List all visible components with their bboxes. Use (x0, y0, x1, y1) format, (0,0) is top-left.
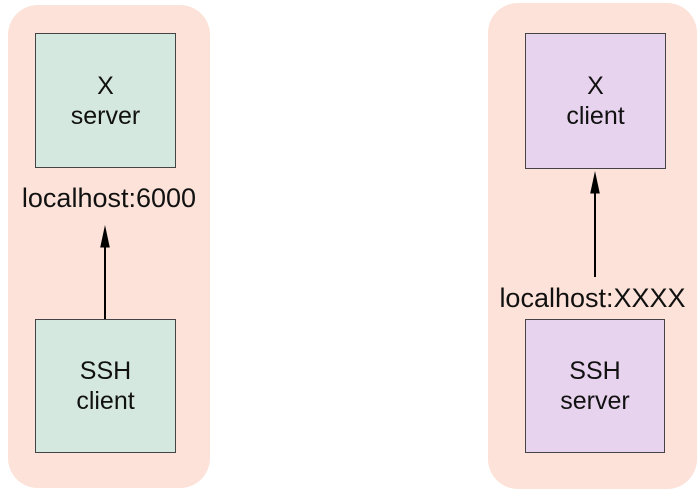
localhost-6000-label: localhost:6000 (21, 183, 197, 213)
ssh-server-box: SSH server (525, 319, 665, 453)
remote-machine-group: X client localhost:XXXX SSH server (488, 3, 697, 489)
x-server-box: X server (35, 33, 176, 168)
x-server-label: X server (70, 71, 141, 130)
x-client-label: X client (566, 72, 625, 130)
ssh-client-box: SSH client (35, 319, 176, 453)
ssh-server-label: SSH server (560, 357, 630, 415)
localhost-xxxx-label: localhost:XXXX (499, 283, 686, 313)
x-client-box: X client (525, 33, 666, 169)
local-machine-group: X server localhost:6000 SSH client (8, 5, 210, 488)
ssh-client-label: SSH client (76, 357, 135, 415)
